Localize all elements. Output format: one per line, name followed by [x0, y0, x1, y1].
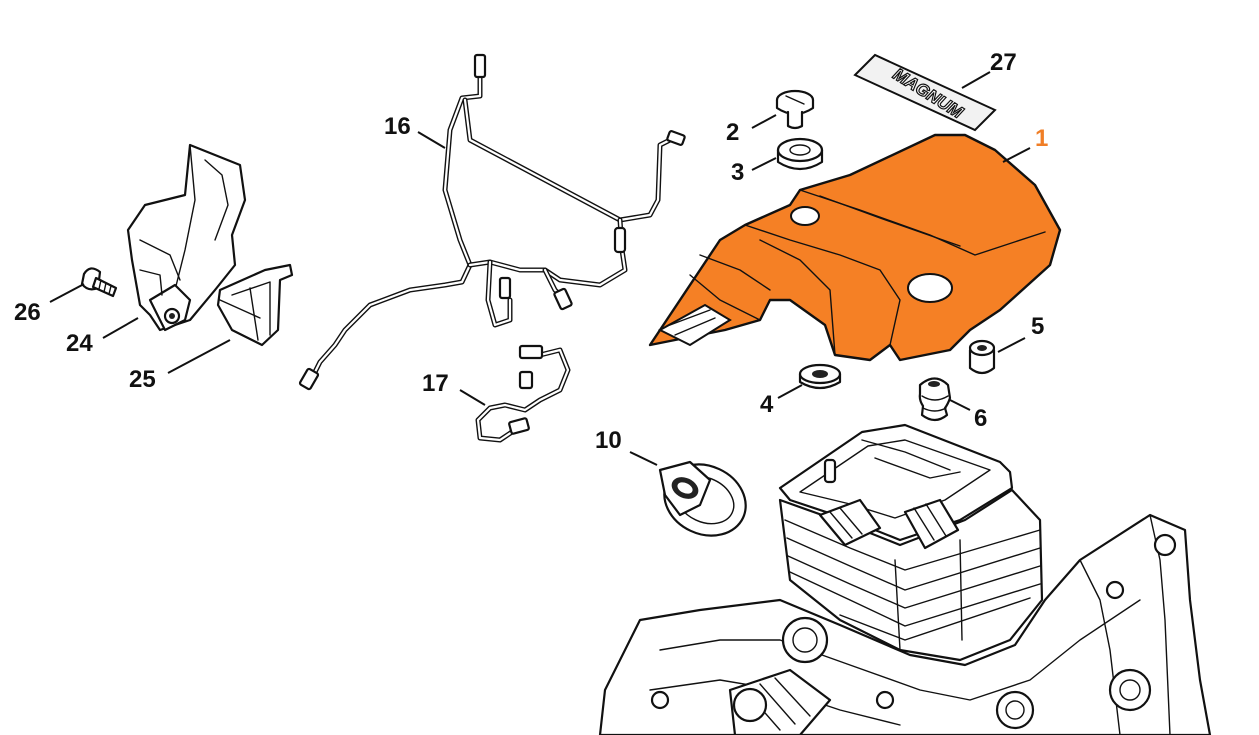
part-label-4[interactable]: 4 — [760, 391, 774, 418]
intake-grommet-part-10[interactable] — [653, 451, 758, 548]
part-label-17[interactable]: 17 — [422, 370, 449, 397]
rubber-mount-part-6[interactable] — [918, 377, 952, 422]
wire-harness-part-16[interactable] — [298, 53, 686, 391]
part-label-26[interactable]: 26 — [14, 299, 41, 326]
part-label-27[interactable]: 27 — [990, 49, 1017, 76]
grommet-part-3[interactable] — [776, 137, 824, 171]
leader-lines — [49, 71, 1031, 466]
short-wire-part-17[interactable] — [475, 344, 571, 443]
part-label-6[interactable]: 6 — [974, 405, 987, 432]
buffer-part-5[interactable] — [968, 339, 996, 375]
guide-part-25[interactable] — [216, 263, 294, 347]
part-labels: 1 2 3 4 5 6 10 16 17 24 25 26 27 — [14, 49, 1048, 454]
ring-part-4[interactable] — [798, 363, 842, 390]
bolt-part-26[interactable] — [80, 267, 118, 298]
part-label-16[interactable]: 16 — [384, 113, 411, 140]
part-label-3[interactable]: 3 — [731, 159, 744, 186]
magnum-badge-part-27[interactable]: MAGNUM — [853, 53, 997, 132]
part-label-25[interactable]: 25 — [129, 366, 156, 393]
bracket-part-24[interactable] — [126, 143, 247, 332]
part-label-24[interactable]: 24 — [66, 330, 93, 357]
part-label-1[interactable]: 1 — [1035, 125, 1048, 152]
shroud-part-1[interactable] — [648, 133, 1062, 362]
part-label-10[interactable]: 10 — [595, 427, 622, 454]
engine-illustration — [598, 423, 1212, 735]
part-label-5[interactable]: 5 — [1031, 313, 1044, 340]
part-label-2[interactable]: 2 — [726, 119, 739, 146]
screw-part-2[interactable] — [775, 89, 815, 130]
